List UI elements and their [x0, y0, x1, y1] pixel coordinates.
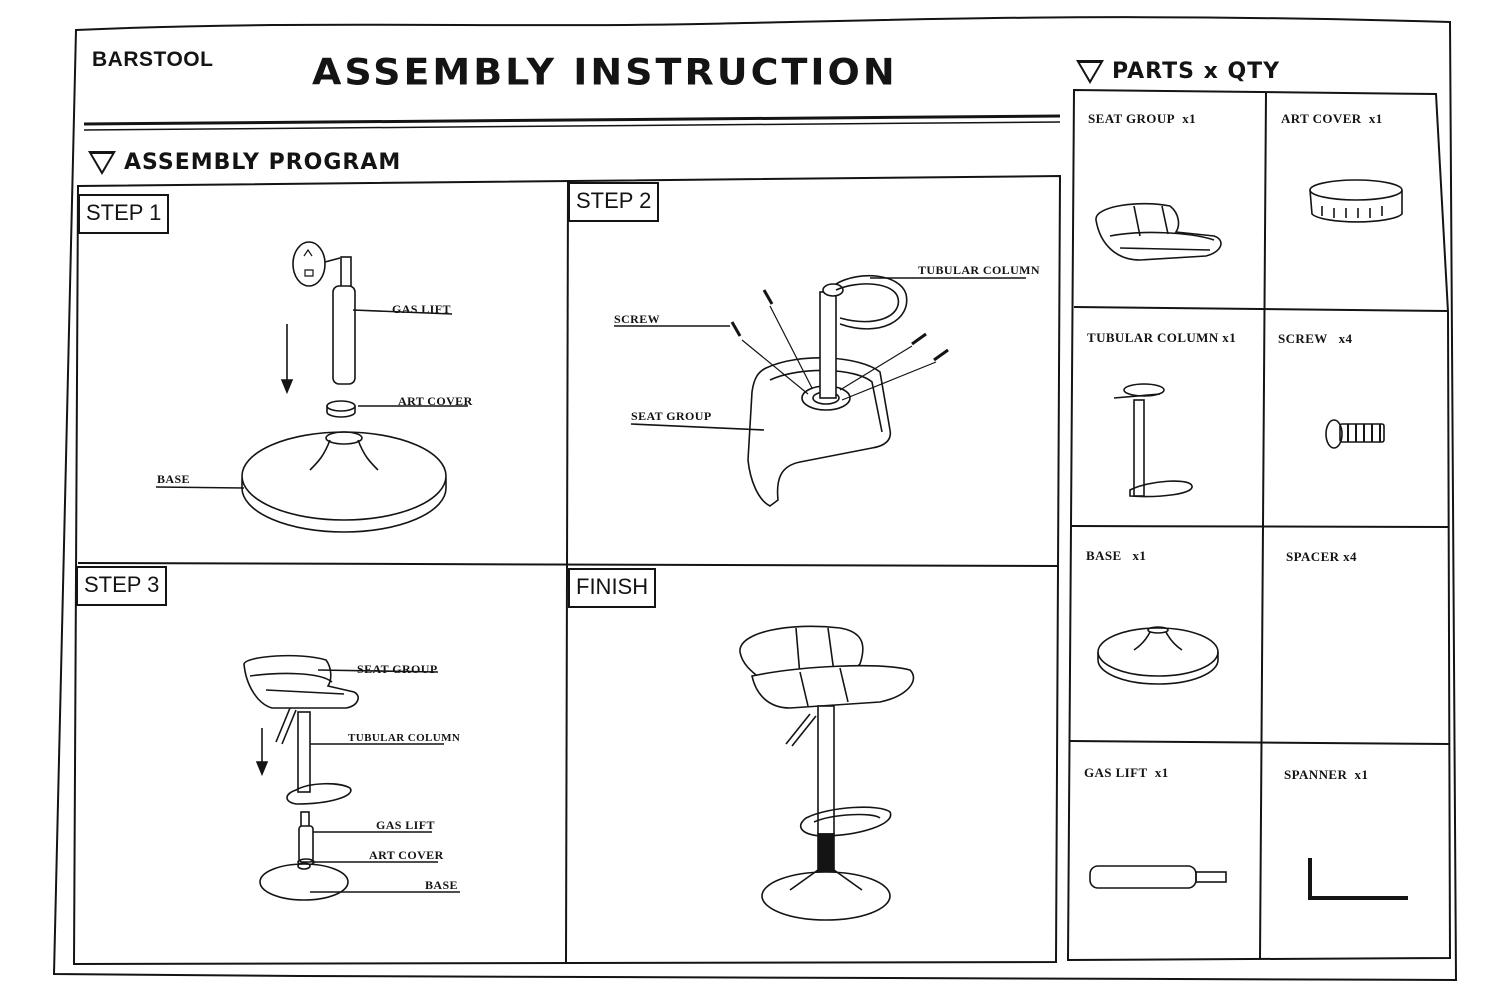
- step2-tab: STEP 2: [568, 182, 660, 222]
- spanner-icon: [1308, 858, 1408, 900]
- part-base-label: BASE x1: [1086, 548, 1147, 563]
- assembly-program-heading: ASSEMBLY PROGRAM: [88, 150, 401, 175]
- part-screw-label: SCREW x4: [1278, 331, 1353, 346]
- parts-heading: PARTS x QTY: [1076, 59, 1280, 84]
- art-cover-icon: [1309, 179, 1403, 223]
- triangle-marker-icon: [1076, 59, 1104, 84]
- gas-lift-icon: [1089, 865, 1227, 889]
- step2-seat-group-callout: SEAT GROUP: [631, 409, 712, 423]
- step1-base-callout: BASE: [157, 472, 190, 486]
- part-art-cover-label: ART COVER x1: [1281, 111, 1383, 126]
- part-tubular-column-label: TUBULAR COLUMN x1: [1087, 330, 1237, 345]
- parts-label: PARTS x QTY: [1112, 59, 1281, 84]
- part-seat-group-label: SEAT GROUP x1: [1088, 111, 1197, 126]
- step2-screw-callout: SCREW: [614, 312, 661, 326]
- brand-label: BARSTOOL: [92, 48, 214, 71]
- assembly-program-label: ASSEMBLY PROGRAM: [124, 150, 402, 175]
- step3-gas-lift-callout: GAS LIFT: [376, 818, 435, 832]
- step1-gas-lift-callout: GAS LIFT: [392, 302, 451, 316]
- seat-group-icon: [1095, 202, 1222, 261]
- page-title: ASSEMBLY INSTRUCTION: [312, 51, 898, 93]
- step3-tubular-column-callout: TUBULAR COLUMN: [348, 732, 461, 744]
- finish-tab: FINISH: [568, 568, 657, 608]
- triangle-marker-icon: [88, 150, 116, 175]
- part-spanner-label: SPANNER x1: [1284, 767, 1369, 782]
- step3-seat-group-callout: SEAT GROUP: [357, 662, 438, 676]
- step1-tab: STEP 1: [78, 194, 170, 234]
- step1-art-cover-callout: ART COVER: [398, 394, 473, 408]
- step2-tubular-column-callout: TUBULAR COLUMN: [918, 263, 1040, 277]
- step3-tab: STEP 3: [76, 566, 168, 606]
- step3-art-cover-callout: ART COVER: [369, 848, 444, 862]
- screw-icon: [1325, 419, 1385, 449]
- part-gas-lift-label: GAS LIFT x1: [1084, 765, 1169, 780]
- part-spacer-label: SPACER x4: [1286, 549, 1357, 564]
- tubular-column-icon: [1113, 383, 1193, 498]
- step3-base-callout: BASE: [425, 878, 458, 892]
- base-icon: [1097, 626, 1219, 685]
